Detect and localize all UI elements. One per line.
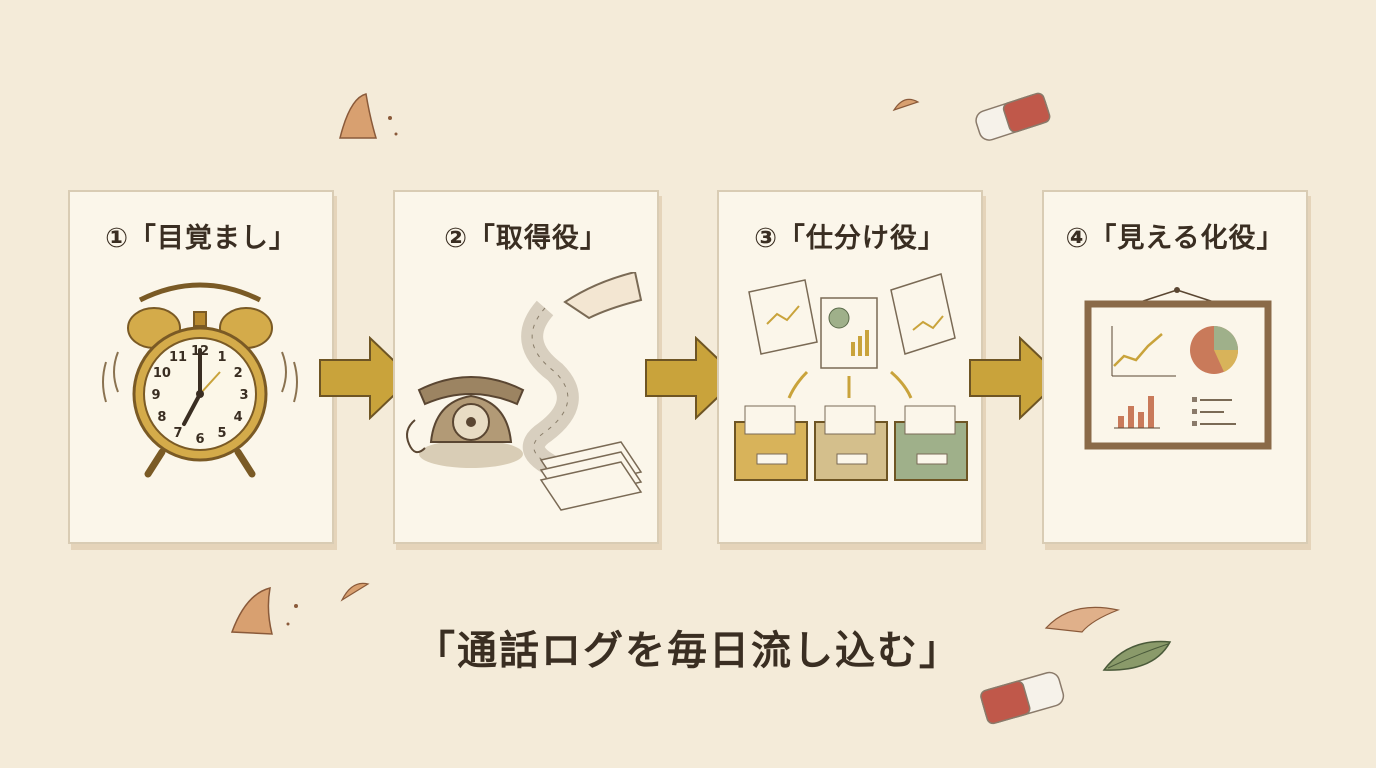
flow-arrow-1-icon: [319, 336, 414, 420]
telephone-log-icon: [406, 272, 643, 511]
clock-numeral: 9: [151, 388, 160, 403]
clock-numeral: 5: [217, 426, 226, 441]
step-title-sorter: ③「仕分け役」: [754, 223, 946, 254]
step-card-visualizer: ④「見える化役」: [1042, 190, 1308, 544]
clock-numeral: 8: [157, 410, 166, 425]
leaf-icon: [1102, 640, 1172, 671]
step-title-fetcher: ②「取得役」: [444, 223, 608, 254]
step-card-fetcher: ②「取得役」: [393, 190, 659, 544]
pencil-shaving-icon: [1044, 606, 1121, 633]
clock-numeral: 3: [239, 388, 248, 403]
clock-numeral: 11: [169, 350, 187, 365]
step-card-wakeup: ①「目覚まし」 121234567891011: [68, 190, 334, 544]
step-title-visualizer: ④「見える化役」: [1065, 223, 1285, 254]
eraser-icon: [975, 92, 1051, 141]
clock-numeral: 7: [173, 426, 182, 441]
pencil-shaving-icon: [339, 93, 398, 139]
dashboard-board-icon: [1084, 287, 1272, 450]
clock-numeral: 10: [153, 366, 171, 381]
eraser-icon: [980, 671, 1065, 725]
clock-numeral: 4: [234, 410, 243, 425]
clock-numeral: 2: [234, 366, 243, 381]
pencil-shaving-icon: [230, 586, 298, 635]
pipeline-caption: 「通話ログを毎日流し込む」: [415, 628, 961, 674]
flow-arrow-3-icon: [969, 336, 1064, 420]
alarm-clock-icon: 121234567891011: [102, 282, 298, 478]
sorting-trays-icon: [734, 273, 968, 481]
clock-numeral: 1: [217, 350, 226, 365]
clock-numeral: 6: [195, 432, 204, 447]
step-card-sorter: ③「仕分け役」: [717, 190, 983, 544]
pencil-shaving-icon: [340, 582, 370, 602]
pencil-shaving-icon: [892, 98, 920, 112]
step-title-wakeup: ①「目覚まし」: [105, 223, 297, 254]
